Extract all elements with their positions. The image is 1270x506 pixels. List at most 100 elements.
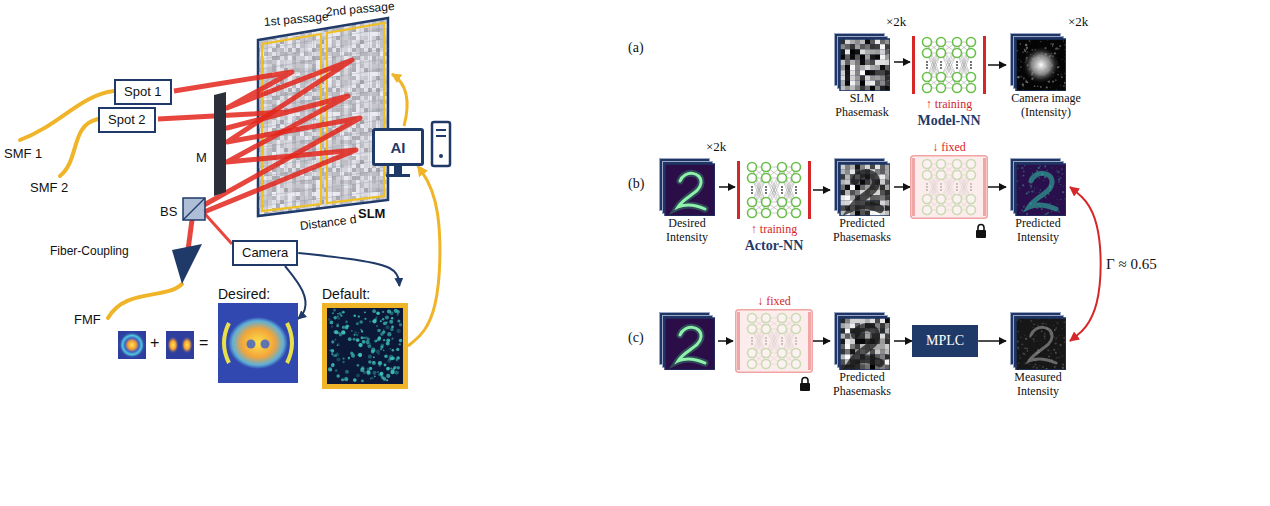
image-content-part <box>865 334 870 339</box>
image-content-part <box>1048 355 1050 357</box>
picture-graphic-part <box>372 371 376 375</box>
network-graph-part <box>923 84 932 93</box>
image-content-part <box>870 81 875 86</box>
operator-symbol: + <box>150 334 159 352</box>
picture-graphic-part <box>397 366 400 369</box>
network-graph-part <box>765 186 767 188</box>
network-graph-part <box>967 171 976 180</box>
image-content-part <box>1059 46 1061 48</box>
source-box: Spot 1 <box>114 79 172 105</box>
image-content-part <box>855 39 860 44</box>
image-content-part <box>845 200 850 205</box>
image-content-part <box>1058 211 1060 213</box>
image-content-part <box>860 70 865 75</box>
image-content-part <box>1063 183 1065 185</box>
picture-graphic <box>735 309 813 373</box>
network-graph-part <box>937 84 946 93</box>
image-content-part <box>1055 337 1057 339</box>
picture-graphic-part <box>372 319 376 323</box>
panel-label: (a) <box>628 40 644 56</box>
image-content-part <box>855 185 860 190</box>
image-content-part <box>1026 47 1028 49</box>
image-content-part <box>845 354 850 359</box>
image-content-part <box>1019 356 1021 358</box>
image-content-part <box>1038 333 1040 335</box>
image-content-part <box>845 164 850 169</box>
image-content-part <box>1060 344 1062 346</box>
image-content-part <box>1051 353 1052 354</box>
image-content-part <box>870 365 875 370</box>
image-content-part <box>1055 47 1057 49</box>
network-graph-part <box>956 183 958 185</box>
image-content-part <box>1020 212 1022 214</box>
network-graph-part <box>937 49 946 58</box>
image-content-part <box>1042 323 1044 325</box>
image-content-part <box>865 180 870 185</box>
network-graph-part <box>781 337 783 339</box>
image-content-part <box>1021 337 1022 338</box>
image-content-part <box>1025 338 1027 340</box>
lock-icon <box>976 225 986 239</box>
picture-graphic <box>910 33 988 97</box>
picture-graphic-part <box>840 164 890 216</box>
network-graph-part <box>956 189 958 191</box>
image-content-part <box>1051 211 1052 212</box>
network-graph-part <box>792 198 801 207</box>
network-graph-part <box>752 318 766 353</box>
network-graph-part <box>762 174 771 183</box>
image-content-part <box>875 195 880 200</box>
network-graph-part <box>762 314 771 323</box>
image-content-part <box>1019 319 1020 320</box>
image-content-part <box>850 344 855 349</box>
image-content-part <box>1034 85 1036 87</box>
picture-graphic-part <box>342 361 344 363</box>
image-content-part <box>853 327 880 363</box>
picture <box>735 309 813 373</box>
image-content-part <box>1023 206 1025 208</box>
image-content-part <box>1025 49 1026 50</box>
target-image: Desired: <box>218 286 298 383</box>
network-graph-part <box>762 349 771 358</box>
part-label: SLM <box>358 206 385 221</box>
image-content-part <box>1022 88 1024 90</box>
network-graph-part <box>752 178 766 213</box>
image-content-part <box>855 44 860 49</box>
feedback-arrow <box>392 74 407 126</box>
image-content-part <box>1053 81 1055 83</box>
connector-arrow <box>988 186 1006 188</box>
image-content-part <box>1023 78 1025 80</box>
image-content-part <box>860 180 865 185</box>
image-content-part <box>1044 338 1045 339</box>
image-content-part <box>875 55 880 60</box>
image-content-part <box>1055 343 1057 345</box>
picture-graphic-part <box>390 367 392 369</box>
image-content-part <box>1029 173 1056 209</box>
image-content-part <box>875 349 880 354</box>
image-content-part <box>845 195 850 200</box>
picture-graphic <box>659 158 715 216</box>
picture <box>322 303 408 389</box>
image-content-part <box>1062 364 1064 366</box>
network-graph-part <box>923 171 932 180</box>
image-content-part <box>860 65 865 70</box>
computer-icon-part <box>439 154 443 158</box>
image-content-part <box>845 344 850 349</box>
picture <box>218 303 298 383</box>
picture-graphic-part <box>386 342 390 346</box>
image-content-part <box>1052 167 1053 168</box>
image-content-part <box>1062 367 1064 369</box>
image-content-part <box>1053 196 1054 197</box>
image-content-part <box>1023 186 1024 187</box>
neural-network: ↓ fixed <box>910 140 988 219</box>
region-label: 2nd passage <box>325 0 395 19</box>
network-graph-part <box>923 206 932 215</box>
picture-graphic-part <box>394 309 398 313</box>
picture-graphic-part <box>390 348 392 350</box>
image-content-part <box>1040 168 1042 170</box>
network-graph-part <box>765 189 767 191</box>
image-content-part <box>1035 363 1037 365</box>
picture <box>910 33 988 97</box>
source-box: Spot 2 <box>98 107 156 133</box>
slm-panel-part <box>327 23 384 203</box>
image-content-part <box>880 55 885 60</box>
